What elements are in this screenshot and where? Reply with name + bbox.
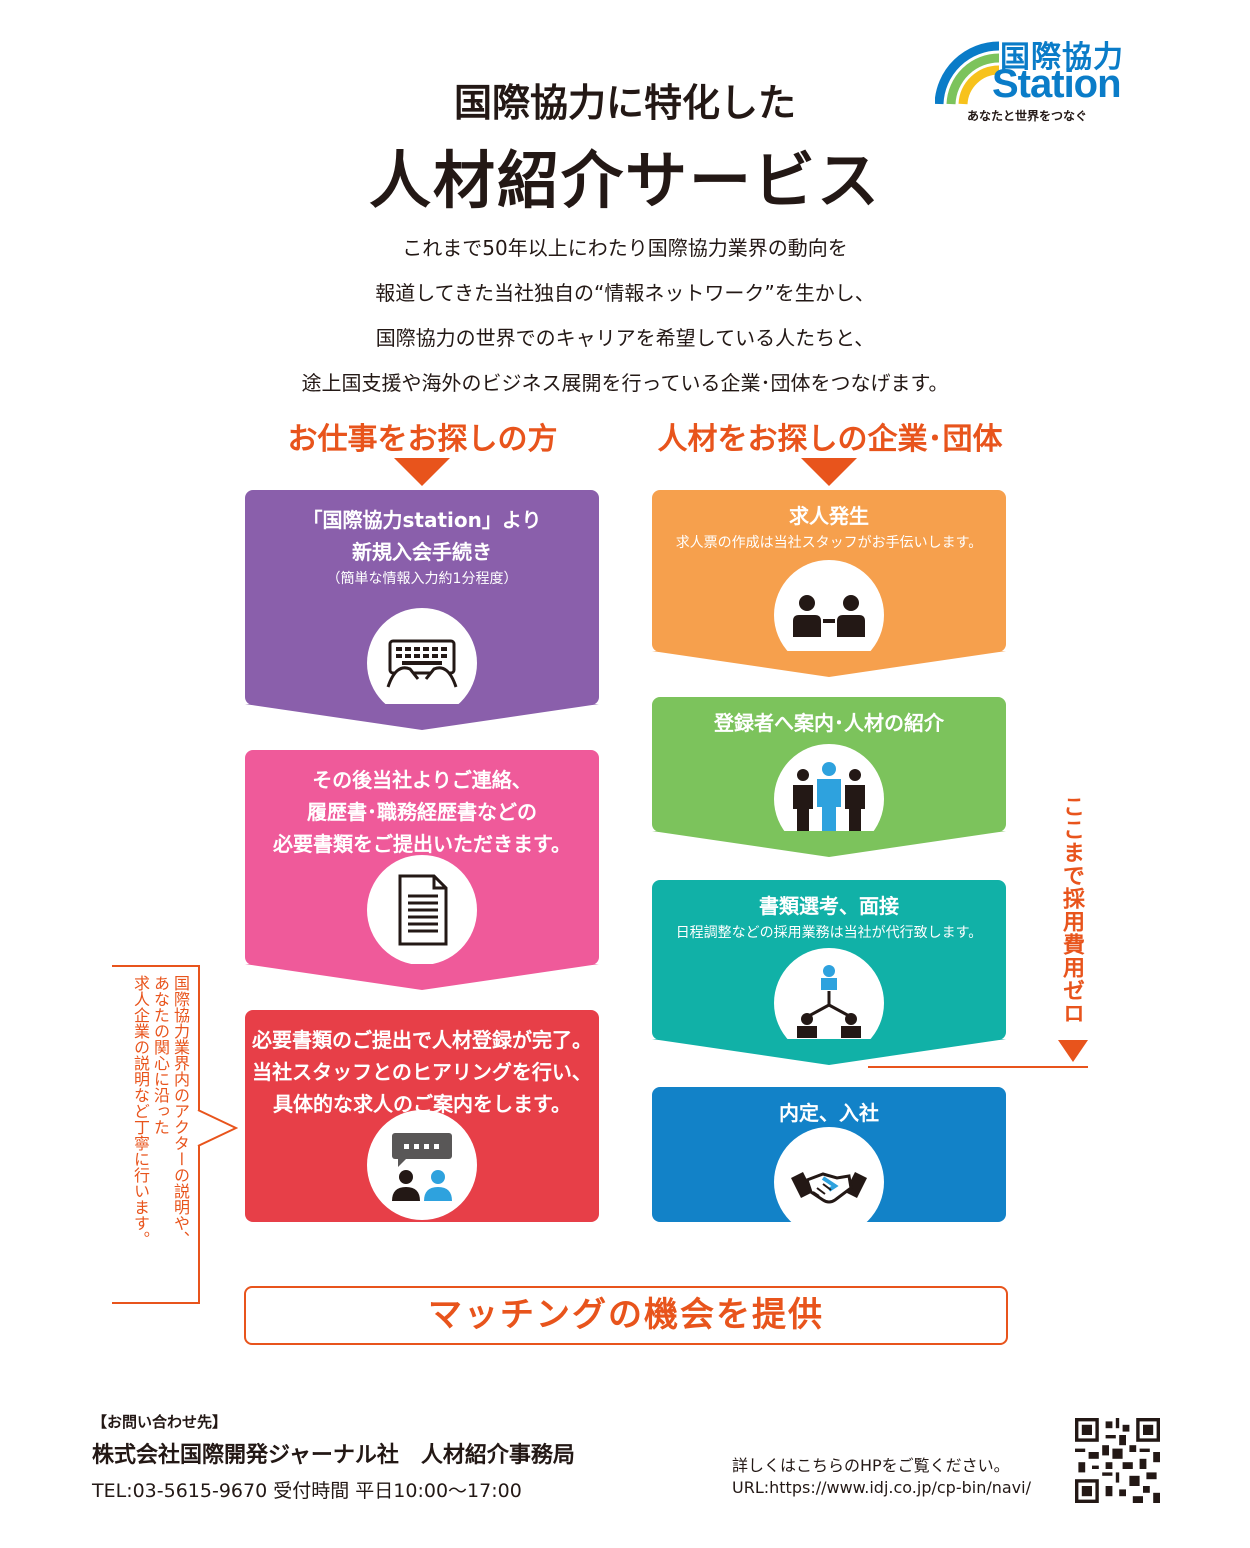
chevron-down-icon: [245, 964, 599, 990]
intro-line: これまで50年以上にわたり国際協力業界の動向を: [402, 236, 848, 260]
job-seeker-heading: お仕事をお探しの方: [287, 422, 558, 457]
step-title: 登録者へ案内･人材の紹介: [714, 711, 944, 735]
step-title: 求人発生: [789, 504, 869, 528]
contact-company: 株式会社国際開発ジャーナル社 人材紹介事務局: [92, 1443, 575, 1468]
matching-text: マッチングの機会を提供: [428, 1295, 824, 1335]
step-card-introduction: 登録者へ案内･人材の紹介: [652, 697, 1006, 854]
employer-heading: 人材をお探しの企業･団体: [657, 422, 1003, 457]
step-text: 「国際協力station」より: [302, 508, 542, 532]
heading-line2: 人材紹介サービス: [368, 144, 881, 217]
document-icon: [367, 855, 477, 965]
qr-code-icon[interactable]: [1075, 1418, 1160, 1503]
step-title: 内定、入社: [779, 1101, 879, 1125]
zero-cost-text: ここまで採用費用ゼロ: [1059, 795, 1084, 1025]
chevron-down-icon: [652, 1039, 1006, 1065]
contact-label: 【お問い合わせ先】: [92, 1413, 228, 1431]
step-title: 書類選考、面接: [759, 894, 899, 918]
step-text: 必要書類のご提出で人材登録が完了。: [252, 1028, 592, 1052]
down-arrow-icon: [801, 458, 857, 486]
logo-tagline: あなたと世界をつなぐ: [967, 109, 1088, 123]
down-arrow-icon: [394, 458, 450, 486]
chevron-down-icon: [245, 704, 599, 730]
step-card-job-opening: 求人発生 求人票の作成は当社スタッフがお手伝いします。: [652, 490, 1006, 670]
consultation-icon: [367, 1110, 477, 1220]
step-card-hiring: 内定、入社: [652, 1087, 1006, 1237]
divider-line: [868, 1066, 1088, 1068]
step-subtext: 日程調整などの採用業務は当社が代行致します。: [675, 925, 983, 941]
step-card-registration: 「国際協力station」より 新規入会手続き （簡単な情報入力約1分程度）: [245, 490, 599, 718]
chevron-down-icon: [652, 651, 1006, 677]
intro-line: 国際協力の世界でのキャリアを希望している人たちと、: [375, 326, 875, 350]
side-note-line: 求人企業の説明など丁寧に行います。: [131, 975, 150, 1247]
step-text: その後当社よりご連絡、: [312, 768, 532, 792]
side-note-line: 国際協力業界内のアクターの説明や、: [171, 975, 190, 1247]
contact-tel: TEL:03-5615-9670 受付時間 平日10:00〜17:00: [92, 1480, 522, 1502]
step-text: 必要書類をご提出いただきます。: [273, 832, 571, 856]
heading-line1: 国際協力に特化した: [453, 81, 796, 125]
intro-line: 途上国支援や海外のビジネス展開を行っている企業･団体をつなげます。: [301, 371, 949, 395]
handshake-icon: [774, 1127, 884, 1237]
matching-banner: マッチングの機会を提供: [244, 1286, 1008, 1345]
step-card-hearing: 必要書類のご提出で人材登録が完了。 当社スタッフとのヒアリングを行い、 具体的な…: [245, 1010, 599, 1222]
rainbow-icon: [935, 41, 1000, 105]
station-logo: 国際協力 Station あなたと世界をつなぐ: [935, 30, 1165, 125]
hp-note: 詳しくはこちらのHPをご覧ください。: [732, 1456, 1010, 1475]
logo-station: Station: [992, 62, 1122, 106]
keyboard-icon: [367, 608, 477, 718]
intro-line: 報道してきた当社独自の“情報ネットワーク”を生かし、: [375, 281, 875, 305]
step-card-documents: その後当社よりご連絡、 履歴書･職務経歴書などの 必要書類をご提出いただきます。: [245, 750, 599, 965]
chevron-down-icon: [652, 831, 1006, 857]
step-subtext: 求人票の作成は当社スタッフがお手伝いします。: [675, 535, 983, 551]
step-card-screening: 書類選考、面接 日程調整などの採用業務は当社が代行致します。: [652, 880, 1006, 1058]
down-arrow-icon: [1058, 1040, 1088, 1062]
step-text: 新規入会手続き: [352, 540, 492, 564]
side-note-box: 国際協力業界内のアクターの説明や、 あなたの関心に沿った 求人企業の説明など丁寧…: [112, 965, 200, 1304]
hp-url-link[interactable]: URL:https://www.idj.co.jp/cp-bin/navi/: [732, 1478, 1031, 1497]
logo-kanji: 国際協力: [1000, 40, 1124, 75]
step-text: 当社スタッフとのヒアリングを行い、: [252, 1060, 592, 1084]
step-text: 履歴書･職務経歴書などの: [307, 800, 537, 824]
side-note-line: あなたの関心に沿った: [151, 975, 170, 1135]
intro-text: これまで50年以上にわたり国際協力業界の動向を 報道してきた当社独自の“情報ネッ…: [0, 226, 1250, 406]
callout-pointer: [197, 1109, 238, 1147]
side-note-text: 国際協力業界内のアクターの説明や、 あなたの関心に沿った 求人企業の説明など丁寧…: [130, 975, 190, 1247]
step-subtext: （簡単な情報入力約1分程度）: [326, 571, 518, 587]
